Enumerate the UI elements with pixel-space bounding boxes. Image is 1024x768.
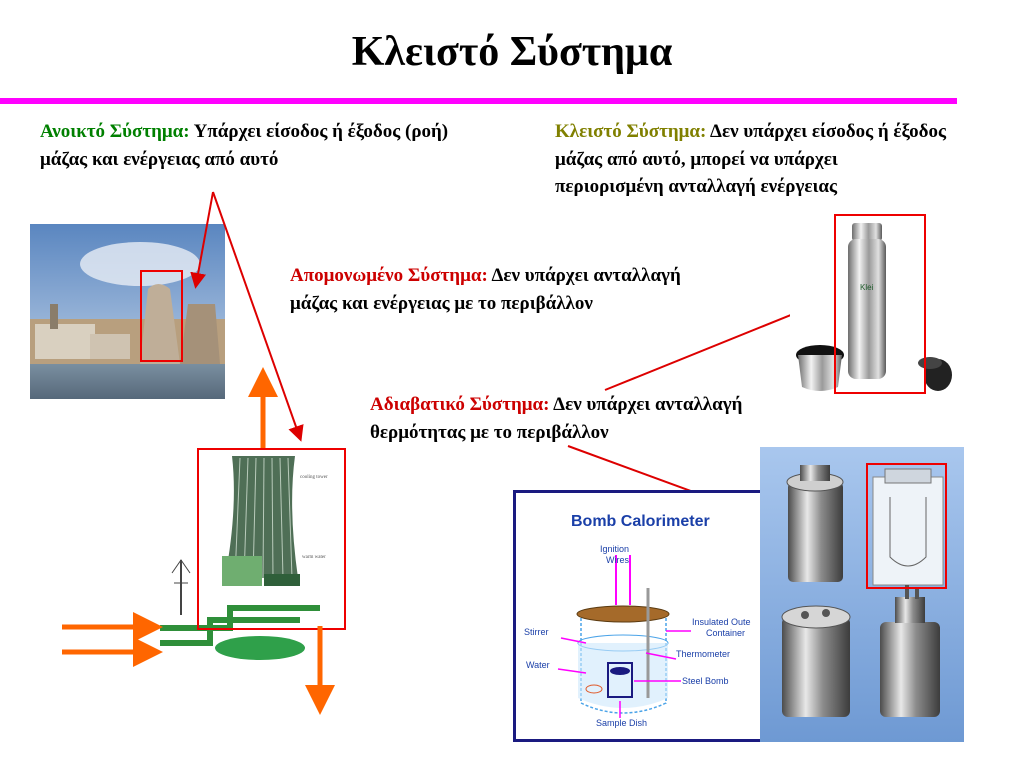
calorimeter-highlight — [866, 463, 947, 589]
label-ignition: Ignition — [600, 544, 630, 554]
closed-system-label: Κλειστό Σύστημα: — [555, 121, 707, 142]
page-title: Κλειστό Σύστημα — [351, 29, 673, 75]
isolated-system-text: Απομονωμένο Σύστημα: Δεν υπάρχει ανταλλα… — [290, 262, 710, 317]
arrow-to-diagram — [212, 191, 304, 442]
thermos-brand: Klei — [860, 283, 874, 292]
open-system-desc: Υπάρχει είσοδος ή έξοδος (ροή) μάζας και… — [40, 121, 449, 170]
adiabatic-system-text: Αδιαβατικό Σύστημα: Δεν υπάρχει ανταλλαγ… — [370, 391, 830, 446]
open-system-text: Ανοικτό Σύστημα: Υπάρχει είσοδος ή έξοδο… — [40, 118, 460, 173]
isolated-system-desc: Δεν υπάρχει ανταλλαγή μάζας και ενέργεια… — [290, 265, 681, 314]
label-container: Container — [706, 628, 746, 638]
adiabatic-system-desc: Δεν υπάρχει ανταλλαγή θερμότητας με το π… — [370, 394, 743, 443]
calorimeter-diagram: Bomb Calorimeter Ignition Wires Stirrer … — [513, 490, 795, 742]
power-plant-photo — [30, 224, 225, 399]
svg-text:warm water: warm water — [302, 555, 326, 560]
open-system-label: Ανοικτό Σύστημα: — [40, 121, 190, 142]
label-water: Water — [526, 660, 550, 670]
thermos-photo: Klei — [790, 215, 960, 395]
label-thermometer: Thermometer — [676, 649, 731, 659]
label-wires: Wires — [606, 555, 629, 565]
label-stirrer: Stirrer — [524, 627, 549, 637]
isolated-system-label: Απομονωμένο Σύστημα: — [290, 265, 488, 286]
cooling-tower-highlight — [140, 270, 183, 362]
label-steel-bomb: Steel Bomb — [682, 676, 729, 686]
cooling-tower-diagram: cooling tower warm water — [150, 448, 345, 663]
title-divider — [0, 98, 957, 104]
adiabatic-system-label: Αδιαβατικό Σύστημα: — [370, 394, 550, 415]
closed-system-text: Κλειστό Σύστημα: Δεν υπάρχει είσοδος ή έ… — [555, 118, 950, 201]
arrow-to-photo — [190, 191, 214, 289]
label-insulated-outer: Insulated Oute — [692, 617, 751, 627]
label-sample-dish: Sample Dish — [596, 718, 648, 728]
calorimeter-title: Bomb Calorimeter — [571, 513, 710, 530]
svg-text:cooling tower: cooling tower — [300, 475, 328, 480]
thermos-highlight — [834, 214, 926, 394]
calorimeter-photo — [760, 447, 964, 742]
tower-diagram-highlight — [197, 448, 346, 630]
closed-system-desc: Δεν υπάρχει είσοδος ή έξοδος μάζας από α… — [555, 121, 947, 198]
